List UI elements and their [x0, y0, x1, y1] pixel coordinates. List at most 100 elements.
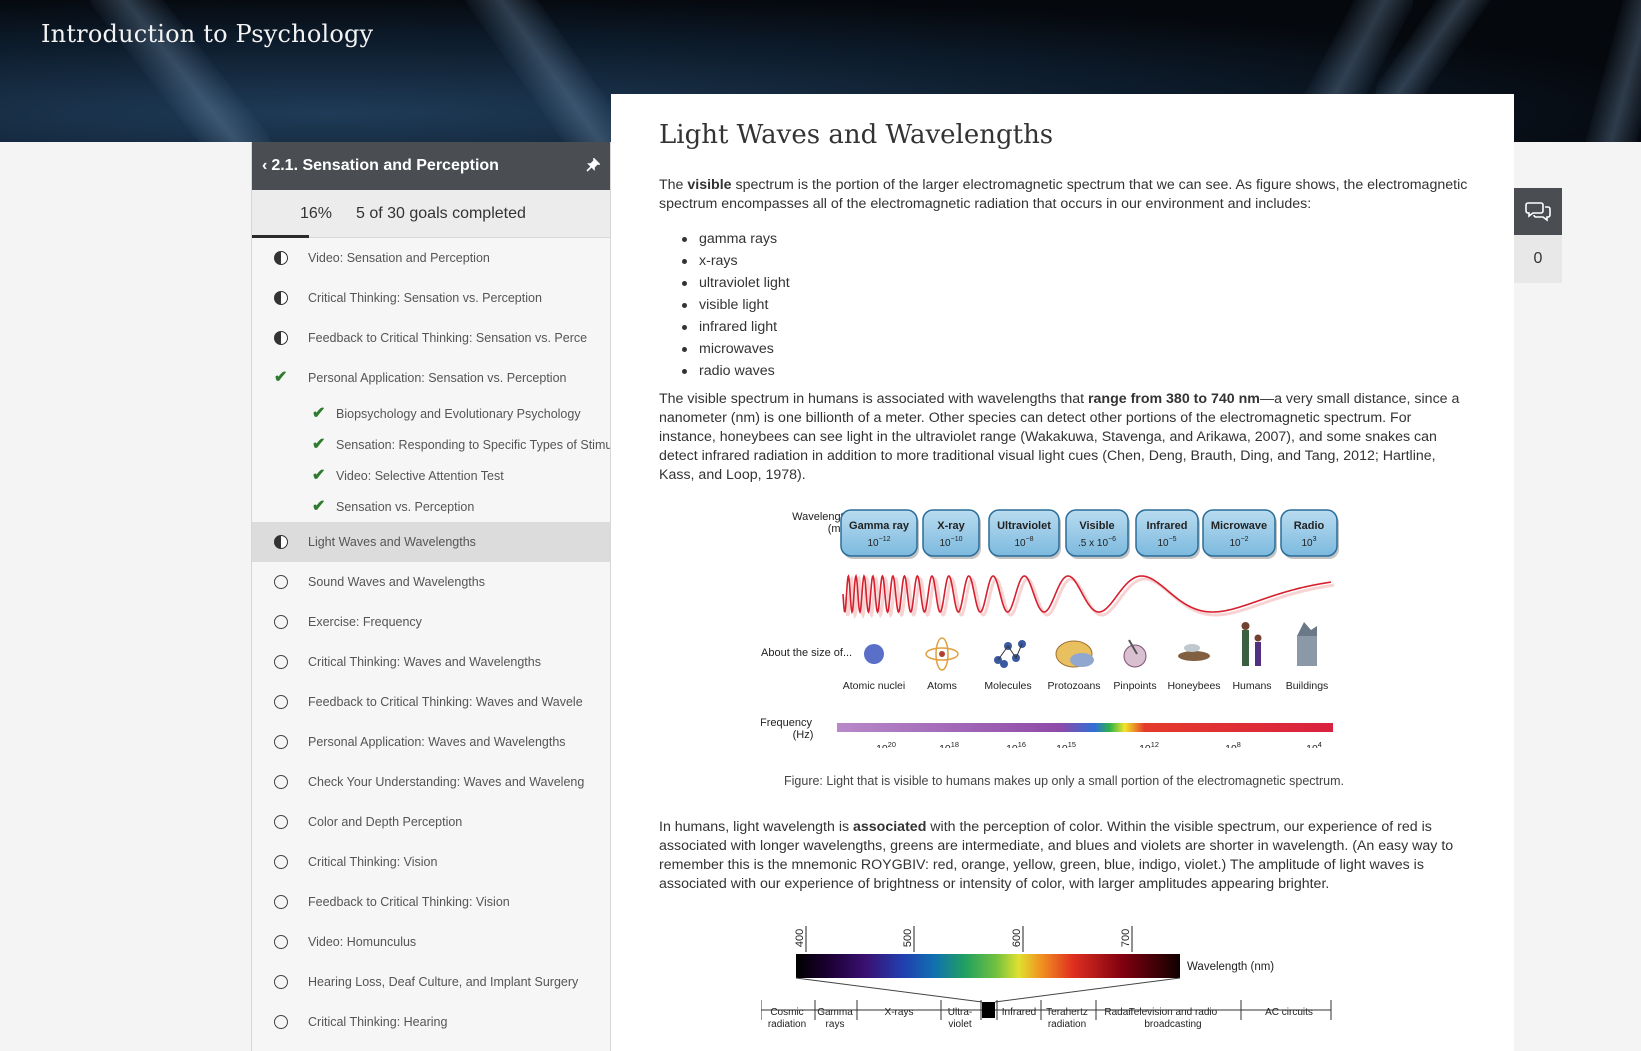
size-example: Honeybees	[1167, 644, 1221, 692]
color-perception-paragraph: In humans, light wavelength is associate…	[659, 819, 1454, 892]
sidebar-item-label: Hearing Loss, Deaf Culture, and Implant …	[308, 975, 579, 989]
band-wavelength: .5 x 10−6	[1078, 536, 1116, 549]
goals-completed: 5 of 30 goals completed	[356, 204, 526, 222]
sidebar-item[interactable]: Critical Thinking: Waves and Wavelengths	[252, 642, 610, 682]
comments-count: 0	[1514, 235, 1562, 283]
chevron-left-icon[interactable]: ‹	[262, 157, 268, 174]
comments-button[interactable]	[1514, 188, 1562, 235]
sidebar-item[interactable]: Hearing Loss, Deaf Culture, and Implant …	[252, 962, 610, 1002]
empty-circle-icon	[274, 575, 288, 589]
half-circle-icon	[274, 331, 288, 345]
sidebar-item[interactable]: Video: Homunculus	[252, 922, 610, 962]
sidebar-item[interactable]: ✔ Personal Application: Sensation vs. Per…	[252, 358, 610, 398]
size-example: Atomic nuclei	[843, 644, 905, 692]
band-box	[922, 509, 980, 557]
empty-circle-icon	[274, 815, 288, 829]
spectrum-region: Radar	[1104, 1007, 1132, 1018]
sidebar-item[interactable]: Critical Thinking: Vision	[252, 842, 610, 882]
sidebar-item[interactable]: ✔Biopsychology and Evolutionary Psycholo…	[252, 398, 610, 429]
sidebar-item-label: Video: Sensation and Perception	[308, 251, 490, 265]
frequency-axis-label: Frequency	[761, 717, 812, 729]
spectrum-region-label: Infrared	[1002, 1007, 1036, 1018]
half-circle-icon	[274, 251, 288, 265]
spectrum-region-label: Ultra-	[948, 1007, 972, 1018]
band-name: Gamma ray	[849, 520, 910, 532]
band-box	[1065, 509, 1129, 557]
checkmark-icon: ✔	[312, 404, 326, 422]
sidebar-item[interactable]: Feedback to Critical Thinking: Waves and…	[252, 682, 610, 722]
half-circle-icon	[274, 291, 288, 305]
sidebar-item[interactable]: Personal Application: Waves and Waveleng…	[252, 722, 610, 762]
wavelength-axis-label: Wavelength (nm)	[1187, 961, 1274, 973]
spectrum-list-item: infrared light	[659, 316, 790, 338]
header-decoration	[1572, 0, 1641, 142]
spectrum-region-label: radiation	[1048, 1019, 1086, 1030]
spectrum-region-label: X-rays	[885, 1007, 914, 1018]
frequency-gradient-bar	[837, 723, 1333, 732]
spectrum-list-item: gamma rays	[659, 228, 790, 250]
spectrum-region-label: Cosmic	[770, 1007, 803, 1018]
sidebar-item[interactable]: Sound Waves and Wavelengths	[252, 562, 610, 602]
spectrum-region: Ultra-violet	[948, 1007, 972, 1030]
wavelength-axis-label: Wavelength	[792, 511, 850, 523]
size-example-label: Honeybees	[1167, 680, 1220, 692]
section-title: 2.1. Sensation and Perception	[271, 157, 499, 174]
sidebar-item-label: Sound Waves and Wavelengths	[308, 575, 485, 589]
sidebar-item-label: Feedback to Critical Thinking: Sensation…	[308, 331, 588, 345]
spectrum-list-item: ultraviolet light	[659, 272, 790, 294]
section-header[interactable]: ‹ 2.1. Sensation and Perception	[252, 142, 610, 190]
spectrum-region-label: broadcasting	[1144, 1019, 1201, 1030]
sidebar-item[interactable]: Critical Thinking: Sensation vs. Percept…	[252, 278, 610, 318]
sidebar-item[interactable]: Feedback to Critical Thinking: Vision	[252, 882, 610, 922]
band-box	[1202, 509, 1276, 557]
size-example-label: Atomic nuclei	[843, 680, 905, 692]
sidebar-item-label: Critical Thinking: Vision	[308, 855, 438, 869]
empty-circle-icon	[274, 775, 288, 789]
honeybee-icon	[1178, 651, 1210, 661]
sidebar-item[interactable]: ✔Sensation: Responding to Specific Types…	[252, 429, 610, 460]
checkmark-icon: ✔	[312, 435, 326, 453]
band-box	[988, 509, 1060, 557]
figure-caption: Figure: Light that is visible to humans …	[784, 774, 1344, 788]
intro-paragraph: The visible spectrum is the portion of t…	[659, 177, 1468, 212]
spectrum-region-label: violet	[948, 1019, 972, 1030]
spectrum-list-item: radio waves	[659, 360, 790, 382]
atom-icon	[925, 647, 959, 661]
zoom-line	[795, 977, 983, 1003]
band-name: Visible	[1079, 520, 1114, 532]
sidebar-item[interactable]: Critical Thinking: Hearing	[252, 1002, 610, 1042]
sidebar-item-label: Personal Application: Sensation vs. Perc…	[308, 371, 567, 385]
spectrum-region: X-rays	[885, 1007, 914, 1018]
sidebar-item[interactable]: Check Your Understanding: Waves and Wave…	[252, 762, 610, 802]
band-wavelength: 10−10	[940, 536, 963, 549]
spectrum-region-label: AC circuits	[1265, 1007, 1313, 1018]
half-circle-icon	[274, 535, 288, 549]
course-title[interactable]: Introduction to Psychology	[41, 20, 374, 48]
spectrum-region-label: rays	[826, 1019, 845, 1030]
sidebar-item[interactable]: Exercise: Frequency	[252, 602, 610, 642]
sidebar-item-label: Critical Thinking: Hearing	[308, 1015, 448, 1029]
size-example: Protozoans	[1047, 640, 1101, 692]
progress-bar	[252, 235, 310, 238]
sidebar-item[interactable]: Color and Depth Perception	[252, 802, 610, 842]
sidebar-item[interactable]: Feedback to Critical Thinking: Sensation…	[252, 318, 610, 358]
empty-circle-icon	[274, 975, 288, 989]
zoom-line	[994, 977, 1181, 1003]
checkmark-icon: ✔	[274, 369, 288, 386]
pinpoint-icon	[1123, 644, 1147, 668]
collapse-icon[interactable]	[586, 156, 601, 175]
sidebar-item[interactable]: Video: Sensation and Perception	[252, 238, 610, 278]
size-example-label: Atoms	[927, 680, 957, 692]
size-example: Atoms	[925, 637, 959, 692]
sidebar-item[interactable]: ✔Video: Selective Attention Test	[252, 460, 610, 491]
spectrum-region-label: Television and radio	[1129, 1007, 1218, 1018]
size-example-label: Humans	[1232, 680, 1271, 692]
frequency-tick-label: 1012	[1139, 740, 1159, 748]
sidebar-item[interactable]: ✔Sensation vs. Perception	[252, 491, 610, 522]
sidebar-item[interactable]: Light Waves and Wavelengths	[252, 522, 610, 562]
